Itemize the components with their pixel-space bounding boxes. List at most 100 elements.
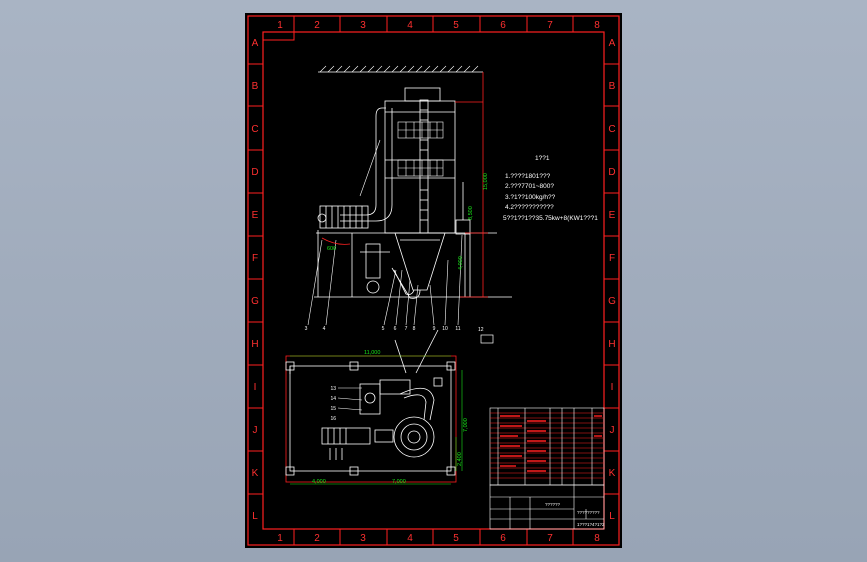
plan-dimensions: 11,000 4,000 7,000 7,000 2,400 xyxy=(312,350,469,485)
dim-plan-right: 2,400 xyxy=(457,452,463,466)
row-label-left: K xyxy=(252,468,259,479)
title-block-drawing-no: 1???1?4?1?2 xyxy=(577,522,605,527)
plan-equipment xyxy=(321,329,443,460)
feed-pump xyxy=(365,243,381,279)
part-label: 13 xyxy=(330,386,336,392)
note-line: 2.???7701~800? xyxy=(505,183,554,190)
tower-top xyxy=(404,87,441,102)
elevation-view xyxy=(307,65,512,326)
ceiling-hatch xyxy=(319,65,479,73)
row-label-left: C xyxy=(251,124,258,135)
row-label-right: I xyxy=(611,382,614,393)
row-labels-right: A B C D E F G H I J K L xyxy=(608,38,616,522)
title-block-text: ????????? 1???1?4?1?2 ?????? xyxy=(545,502,605,527)
row-label-right: J xyxy=(610,425,615,436)
part-label: 6 xyxy=(394,326,397,332)
row-labels-left: A B C D E F G H I J K L xyxy=(251,38,259,522)
col-label-top: 2 xyxy=(314,20,320,31)
note-line: 5??1??1??35.75kw+8(KW1???1 xyxy=(503,215,598,222)
row-label-left: H xyxy=(251,339,258,350)
col-label-bottom: 6 xyxy=(500,533,506,544)
dim-elev-small: 600 xyxy=(327,246,336,252)
notes-heading: 1??1 xyxy=(535,155,550,162)
drawing-sheet xyxy=(245,13,622,548)
part-labels-plan: 13 14 15 16 xyxy=(330,386,336,422)
dim-plan-mid: 7,000 xyxy=(392,479,406,485)
part-label: 8 xyxy=(413,326,416,332)
row-label-right: B xyxy=(609,81,616,92)
col-label-bottom: 2 xyxy=(314,533,320,544)
dim-height-lower: 4,000 xyxy=(458,256,464,270)
plan-dim-lines xyxy=(290,355,463,485)
row-label-right: H xyxy=(608,339,615,350)
part-label: 16 xyxy=(330,416,336,422)
dim-plan-width: 11,000 xyxy=(364,350,380,356)
platform-grid xyxy=(397,121,444,177)
dim-height-upper: 8,500 xyxy=(468,206,474,220)
part-label: 12 xyxy=(478,327,484,333)
col-label-top: 3 xyxy=(360,20,366,31)
parts-list xyxy=(489,407,605,486)
elevation-dimensions: 15,000 8,500 4,000 600 xyxy=(327,173,489,270)
row-label-right: G xyxy=(608,296,616,307)
column-labels-top: 1 2 3 4 5 6 7 8 xyxy=(277,20,600,31)
plan-view xyxy=(285,329,463,485)
col-label-bottom: 4 xyxy=(407,533,413,544)
drawing-number-box xyxy=(263,32,295,41)
col-label-bottom: 1 xyxy=(277,533,283,544)
part-label: 4 xyxy=(323,326,326,332)
col-label-bottom: 8 xyxy=(594,533,600,544)
part-label: 15 xyxy=(330,406,336,412)
row-label-right: D xyxy=(608,167,615,178)
dim-plan-left: 4,000 xyxy=(312,479,326,485)
leader-lines xyxy=(307,139,463,326)
note-line: 3.?1??100kg/h?? xyxy=(505,194,556,201)
col-label-top: 7 xyxy=(547,20,553,31)
plan-boundary xyxy=(289,365,452,472)
tower-cone xyxy=(394,232,446,291)
plan-columns xyxy=(285,361,456,476)
tower-plan-circle xyxy=(393,416,435,458)
reference-box xyxy=(480,334,494,344)
row-label-left: I xyxy=(254,382,257,393)
col-label-top: 1 xyxy=(277,20,283,31)
col-label-top: 8 xyxy=(594,20,600,31)
title-block xyxy=(489,484,605,530)
row-label-right: K xyxy=(609,468,616,479)
pump-plan xyxy=(359,383,381,415)
row-label-right: A xyxy=(609,38,616,49)
row-label-right: L xyxy=(609,511,615,522)
col-label-bottom: 5 xyxy=(453,533,459,544)
part-label: 10 xyxy=(442,326,448,332)
row-label-left: F xyxy=(252,253,258,264)
row-label-left: B xyxy=(252,81,259,92)
col-label-top: 4 xyxy=(407,20,413,31)
plan-leader-lines xyxy=(337,387,363,411)
part-labels-elevation: 3 4 5 6 7 8 9 10 11 xyxy=(305,326,461,332)
part-label: 11 xyxy=(455,326,460,332)
row-label-left: L xyxy=(252,511,258,522)
row-label-left: G xyxy=(251,296,259,307)
col-label-top: 6 xyxy=(500,20,506,31)
hot-air-duct xyxy=(340,107,386,216)
col-label-top: 5 xyxy=(453,20,459,31)
dim-height-main: 15,000 xyxy=(483,173,489,190)
row-label-left: E xyxy=(252,210,259,221)
note-line: 1.????1801??? xyxy=(505,173,551,180)
part-label: 5 xyxy=(382,326,385,332)
title-block-title: ????????? xyxy=(577,510,600,515)
row-label-right: F xyxy=(609,253,615,264)
part-label: 3 xyxy=(305,326,308,332)
row-label-left: D xyxy=(251,167,258,178)
part-label: 14 xyxy=(330,396,336,402)
note-line: 4.2??????????? xyxy=(505,204,554,211)
column-labels-bottom: 1 2 3 4 5 6 7 8 xyxy=(277,533,600,544)
row-label-left: A xyxy=(252,38,259,49)
dim-plan-depth: 7,000 xyxy=(463,418,469,432)
technical-notes: 1??1 1.????1801??? 2.???7701~800? 3.?1??… xyxy=(503,155,598,222)
row-label-right: C xyxy=(608,124,615,135)
row-label-right: E xyxy=(609,210,616,221)
row-label-left: J xyxy=(253,425,258,436)
col-label-bottom: 7 xyxy=(547,533,553,544)
